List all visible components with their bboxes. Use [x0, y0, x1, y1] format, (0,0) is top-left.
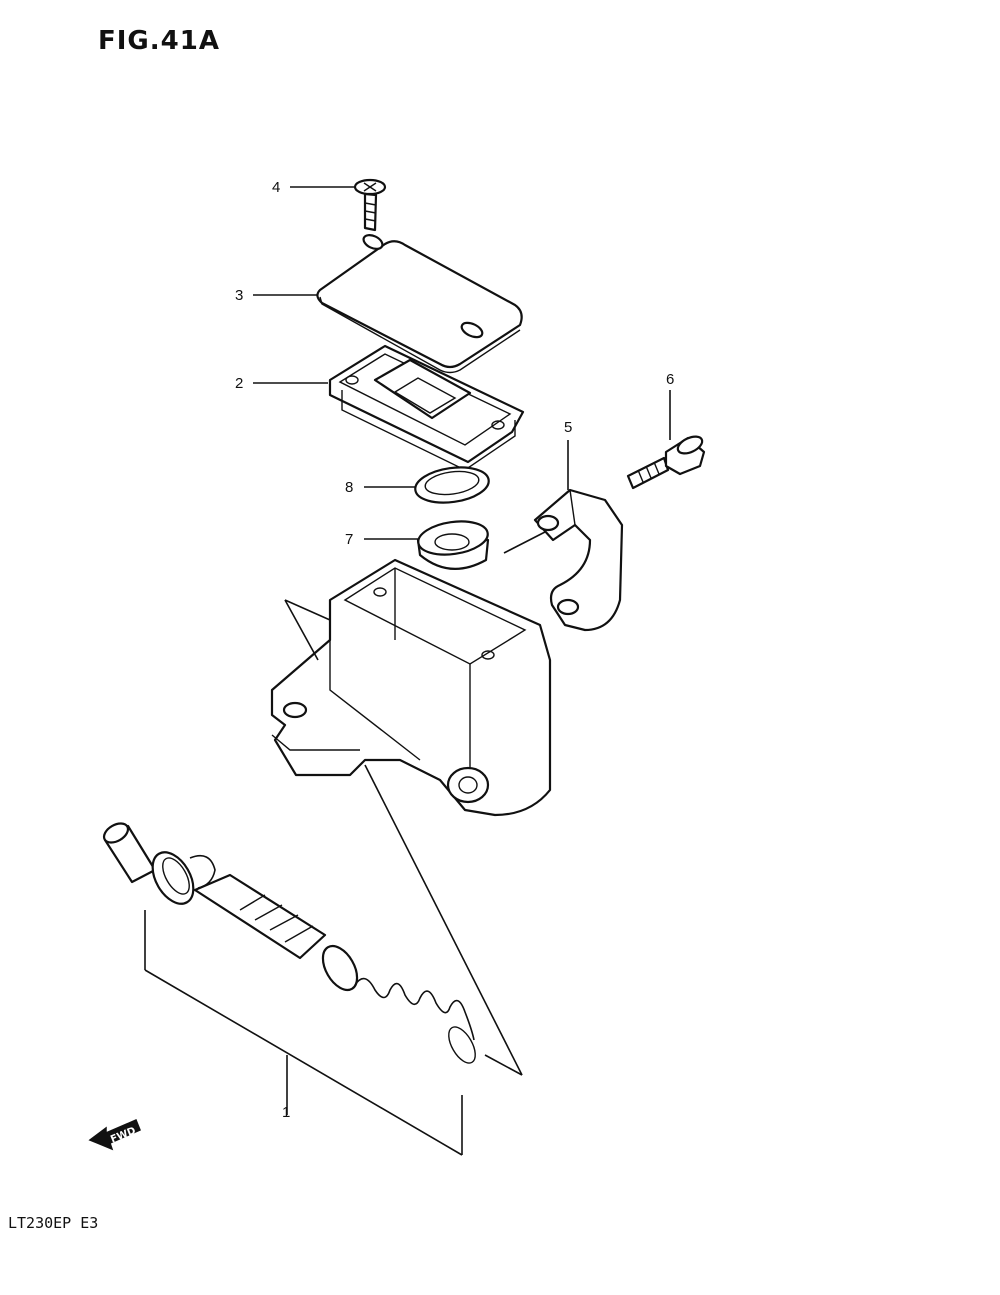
- callout-4: 4: [272, 179, 280, 196]
- reservoir-cap-part-3: [316, 234, 523, 374]
- master-cylinder-body: [270, 558, 552, 817]
- callout-6: 6: [666, 371, 674, 388]
- callout-8: 8: [345, 479, 353, 496]
- figure-title: FIG.41A: [98, 26, 220, 56]
- fwd-arrow-icon: FWD: [88, 1119, 141, 1151]
- washer-part-8: [414, 466, 490, 504]
- callout-7: 7: [345, 531, 353, 548]
- leader-lines: [144, 186, 671, 1156]
- diaphragm-plate-part-2: [328, 344, 525, 471]
- screw-part-4: [353, 178, 387, 232]
- seal-ring-part-7: [416, 520, 490, 570]
- clamp-part-5: [533, 488, 624, 632]
- callout-5: 5: [564, 419, 572, 436]
- piston-kit-part-1: [102, 822, 476, 1064]
- callout-1: 1: [282, 1104, 290, 1121]
- model-code: LT230EP E3: [8, 1214, 99, 1232]
- callout-3: 3: [235, 287, 243, 304]
- bolt-part-6: [626, 435, 706, 490]
- callout-2: 2: [235, 375, 243, 392]
